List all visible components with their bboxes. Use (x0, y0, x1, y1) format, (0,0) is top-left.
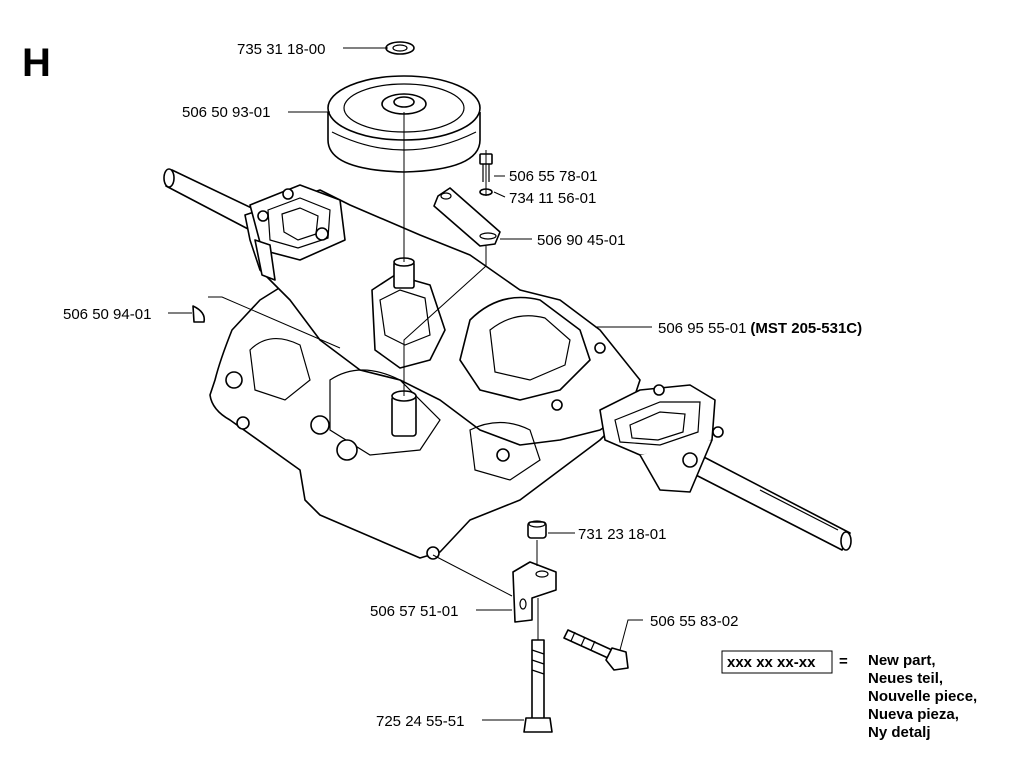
label-transaxle: 506 95 55-01(MST 205-531C) (658, 320, 862, 337)
section-letter: H (22, 41, 51, 85)
leader-lines (168, 47, 652, 721)
legend-line-3: Nouvelle piece, (868, 688, 977, 705)
link-arm (433, 187, 501, 247)
transaxle-housing (209, 184, 724, 560)
retaining-ring (385, 41, 415, 55)
hex-bolt-long (563, 629, 629, 671)
legend-line-4: Nueva pieza, (868, 706, 959, 723)
legend-line-2: Neues teil, (868, 670, 943, 687)
hex-bolt-vertical (523, 639, 553, 733)
label-pulley: 506 50 93-01 (182, 104, 270, 121)
woodruff-key (192, 305, 206, 323)
axle-left (163, 168, 261, 231)
angle-bracket (512, 561, 557, 623)
label-hex-bolt-vertical: 725 24 55-51 (376, 713, 464, 730)
label-hex-nut: 731 23 18-01 (578, 526, 666, 543)
label-angle-bracket: 506 57 51-01 (370, 603, 458, 620)
input-shaft (393, 257, 415, 289)
legend-line-5: Ny detalj (868, 724, 931, 741)
label-link-arm: 506 90 45-01 (537, 232, 625, 249)
hex-nut (527, 520, 547, 539)
axle-right (689, 454, 852, 551)
new-part-legend: xxx xx xx-xx = New part, Neues teil, Nou… (721, 650, 977, 741)
label-washer-small: 734 11 56-01 (509, 190, 596, 207)
label-hex-bolt-small: 506 55 78-01 (509, 168, 597, 185)
legend-line-1: New part, (868, 652, 936, 669)
legend-code: xxx xx xx-xx (727, 654, 816, 671)
label-hex-bolt-long: 506 55 83-02 (650, 613, 738, 630)
label-woodruff-key: 506 50 94-01 (63, 306, 151, 323)
label-retaining-ring: 735 31 18-00 (237, 41, 325, 58)
legend-equals: = (839, 653, 848, 670)
